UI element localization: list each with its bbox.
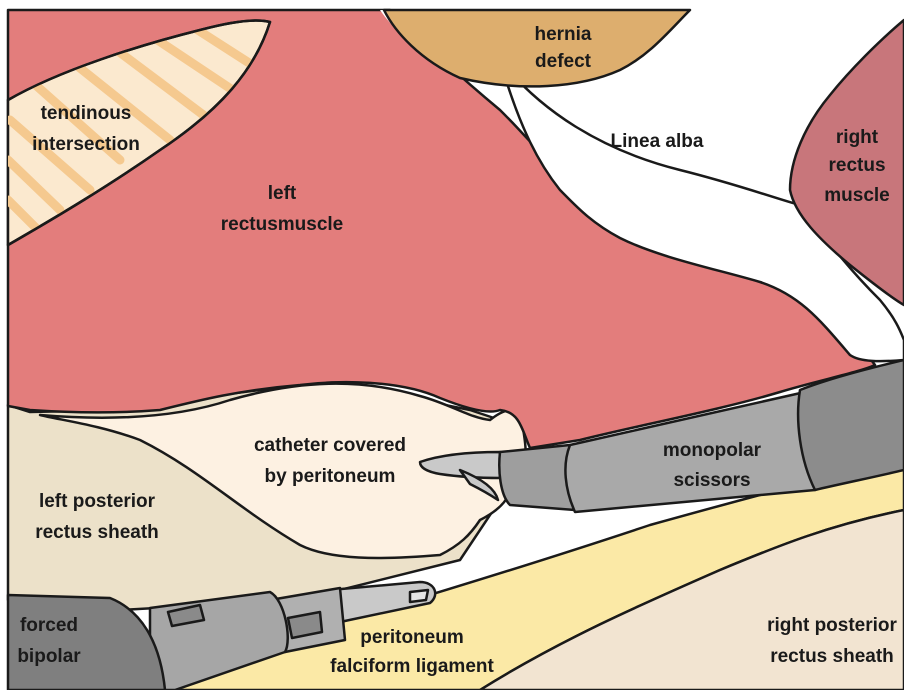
hernia-defect-line-2: defect <box>535 51 592 72</box>
catheter-line-1: catheter covered <box>254 435 406 456</box>
right-posterior-rectus-sheath-line-1: right posterior <box>767 615 897 636</box>
left-rectus-muscle-line-2: rectusmuscle <box>221 214 344 235</box>
forced-bipolar-line-2: bipolar <box>17 646 81 667</box>
hernia-defect-line-1: hernia <box>534 24 591 45</box>
right-rectus-muscle-line-2: rectus <box>828 155 885 176</box>
tendinous-intersection-line-2: intersection <box>32 134 140 155</box>
left-posterior-rectus-sheath-line-1: left posterior <box>39 491 156 512</box>
right-rectus-muscle-line-3: muscle <box>824 185 889 206</box>
right-rectus-muscle-line-1: right <box>836 127 879 148</box>
right-posterior-rectus-sheath-line-2: rectus sheath <box>770 646 894 667</box>
left-rectus-muscle-line-1: left <box>268 183 297 204</box>
left-posterior-rectus-sheath-line-2: rectus sheath <box>35 522 159 543</box>
catheter-line-2: by peritoneum <box>265 466 396 487</box>
peritoneum-falciform-line-1: peritoneum <box>360 627 463 648</box>
linea-alba-text: Linea alba <box>611 131 704 152</box>
monopolar-scissors-line-1: monopolar <box>663 440 762 461</box>
monopolar-scissors-line-2: scissors <box>673 470 750 491</box>
peritoneum-falciform-line-2: falciform ligament <box>330 656 494 677</box>
label-linea-alba: Linea alba <box>611 131 704 152</box>
tendinous-intersection-line-1: tendinous <box>41 103 132 124</box>
forced-bipolar-line-1: forced <box>20 615 78 636</box>
